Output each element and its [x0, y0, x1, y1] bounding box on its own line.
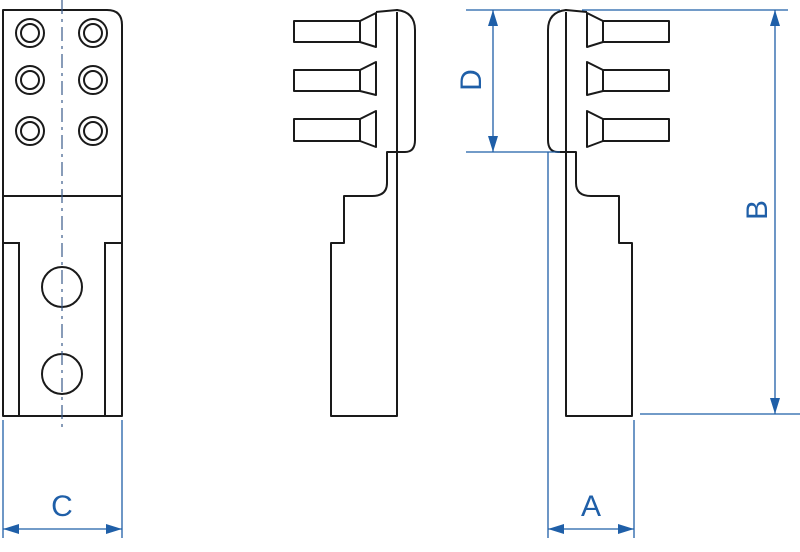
arrow-icon [106, 524, 122, 534]
side-view-right [547, 9, 670, 417]
arrow-icon [548, 524, 564, 534]
side-view-right-prongs [586, 12, 670, 148]
hole-inner [20, 23, 40, 43]
side-view-left [293, 9, 416, 417]
prong [586, 61, 670, 96]
dimension-d-label: D [455, 69, 488, 91]
dimension-a-label: A [581, 490, 601, 523]
front-view-hole-grid [15, 18, 108, 146]
hole-inner [83, 121, 103, 141]
hole-outer [15, 65, 45, 95]
prong [586, 12, 670, 48]
hole-outer [78, 18, 108, 48]
hole-outer [15, 18, 45, 48]
hole-outer [78, 65, 108, 95]
prong [293, 110, 377, 148]
side-view-left-prongs [293, 12, 377, 148]
hole-outer [78, 116, 108, 146]
arrow-icon [770, 398, 780, 414]
dimension-c: C [2, 420, 123, 538]
dimension-b: B [582, 9, 800, 415]
arrow-icon [770, 10, 780, 26]
arrow-icon [3, 524, 19, 534]
front-view-upper-plate [2, 9, 123, 197]
hole-inner [83, 70, 103, 90]
hole-inner [20, 70, 40, 90]
hole-inner [83, 23, 103, 43]
front-view-left-strip [3, 242, 20, 416]
dimension-a: A [547, 152, 635, 538]
hole-inner [20, 121, 40, 141]
side-view-left-strap [375, 9, 416, 153]
front-view-right-strip [104, 242, 122, 416]
arrow-icon [488, 136, 498, 152]
arrow-icon [488, 10, 498, 26]
prong [293, 61, 377, 96]
prong [586, 110, 670, 148]
prong [293, 12, 377, 48]
dimension-d: D [455, 9, 560, 153]
dimension-b-label: B [741, 200, 774, 220]
arrow-icon [618, 524, 634, 534]
front-view [2, 0, 123, 428]
hole-outer [15, 116, 45, 146]
dimension-c-label: C [51, 490, 73, 523]
side-view-right-strap [547, 9, 588, 153]
